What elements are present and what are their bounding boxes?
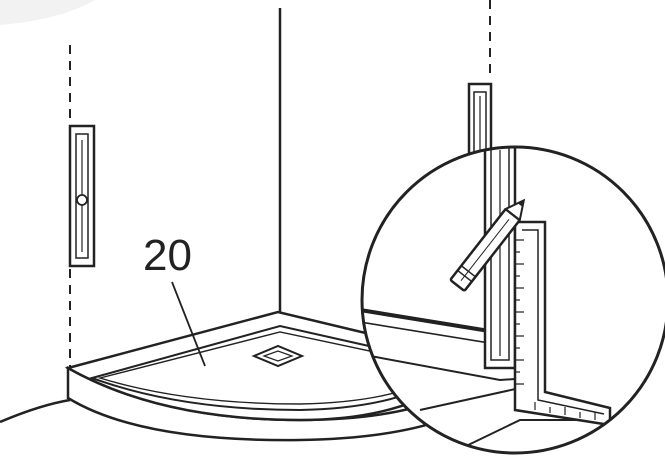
tray-drain-icon	[251, 344, 305, 368]
detail-circle-outline	[360, 145, 665, 455]
pencil-icon	[449, 198, 526, 292]
left-spirit-level-icon	[68, 124, 96, 268]
tray-drain-inner	[262, 350, 294, 362]
part-callout-label: 20	[143, 231, 192, 280]
detail-magnifier	[360, 145, 665, 455]
floor-line	[0, 398, 71, 424]
corner-shading	[0, 0, 95, 25]
callout-leader-line	[171, 281, 206, 367]
